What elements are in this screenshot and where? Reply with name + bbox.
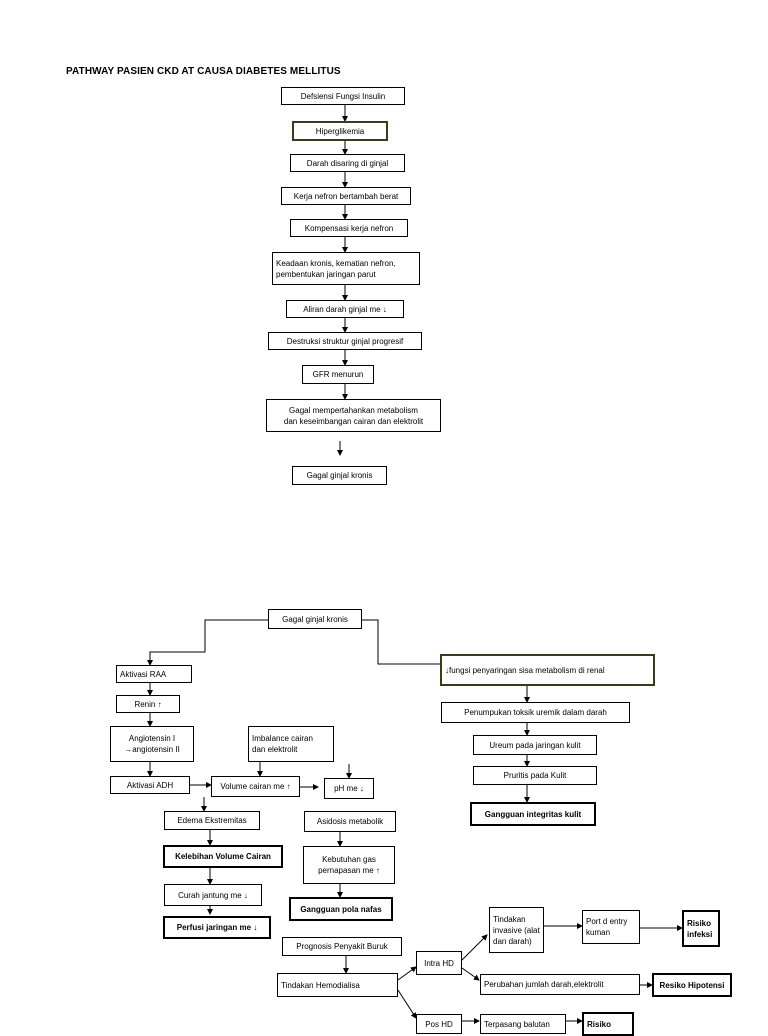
box-darah-disaring: Darah disaring di ginjal xyxy=(290,154,405,172)
box-curah-jantung: Curah jantung me ↓ xyxy=(164,884,262,906)
box-keadaan-kronis: Keadaan kronis, kematian nefron, pembent… xyxy=(272,252,420,285)
box-defisiensi-insulin: Defsiensi Fungsi Insulin xyxy=(281,87,405,105)
box-tindakan-invasive: Tindakan invasive (alat dan darah) xyxy=(489,907,544,953)
box-aktivasi-raa: Aktivasi RAA xyxy=(116,665,192,683)
box-aliran-darah: Aliran darah ginjal me ↓ xyxy=(286,300,404,318)
box-pos-hd: Pos HD xyxy=(416,1014,462,1034)
box-ureum-kulit: Ureum pada jaringan kulit xyxy=(473,735,597,755)
box-gagal-mempertahankan: Gagal mempertahankan metabolism dan kese… xyxy=(266,399,441,432)
box-gfr-menurun: GFR menurun xyxy=(302,365,374,384)
box-risiko-bawah: Risiko xyxy=(582,1012,634,1036)
box-intra-hd: Intra HD xyxy=(416,951,462,975)
box-renin: Renin ↑ xyxy=(116,695,180,713)
box-kelebihan-volume: Kelebihan Volume Cairan xyxy=(163,845,283,868)
box-gagal-ginjal-kronis-top: Gagal ginjal kronis xyxy=(292,466,387,485)
box-ph: pH me ↓ xyxy=(324,778,374,799)
box-imbalance: Imbalance cairan dan elektrolit xyxy=(248,726,334,762)
box-destruksi-struktur: Destruksi struktur ginjal progresif xyxy=(268,332,422,350)
box-hiperglikemia: Hiperglikemia xyxy=(292,121,388,141)
box-kerja-nefron: Kerja nefron bertambah berat xyxy=(281,187,411,205)
box-aktivasi-adh: Aktivasi ADH xyxy=(110,776,190,794)
box-gangguan-integritas-kulit: Gangguan integritas kulit xyxy=(470,802,596,826)
box-tindakan-hemodialisa: Tindakan Hemodialisa xyxy=(277,973,398,997)
box-angiotensin: Angiotensin I →angiotensin II xyxy=(110,726,194,762)
box-volume-cairan: Volume cairan me ↑ xyxy=(211,776,300,797)
box-port-entry: Port d entry kuman xyxy=(582,910,640,944)
box-kompensasi-nefron: Kompensasi kerja nefron xyxy=(290,219,408,237)
box-gangguan-pola-nafas: Gangguan pola nafas xyxy=(289,897,393,921)
box-prognosis: Prognosis Penyakit Buruk xyxy=(282,937,402,956)
box-perubahan-jumlah-darah: Perubahan jumlah darah,elektrolit xyxy=(480,974,640,995)
box-root-ggk: Gagal ginjal kronis xyxy=(268,609,362,629)
box-terpasang-balutan: Terpasang balutan xyxy=(480,1014,566,1034)
box-pruritis: Pruritis pada Kulit xyxy=(473,766,597,785)
box-fungsi-penyaringan: ↓fungsi penyaringan sisa metabolism di r… xyxy=(440,654,655,686)
page-title: PATHWAY PASIEN CKD AT CAUSA DIABETES MEL… xyxy=(66,66,341,77)
box-penumpukan-toksik: Penumpukan toksik uremik dalam darah xyxy=(441,702,630,723)
box-risiko-infeksi: Risiko infeksi xyxy=(682,910,720,947)
box-resiko-hipotensi: Resiko Hipotensi xyxy=(652,973,732,997)
box-perfusi-jaringan: Perfusi jaringan me ↓ xyxy=(163,916,271,939)
box-kebutuhan-gas: Kebutuhan gas pernapasan me ↑ xyxy=(303,846,395,884)
box-asidosis: Asidosis metabolik xyxy=(304,811,396,832)
box-edema: Edema Ekstremitas xyxy=(164,811,260,830)
